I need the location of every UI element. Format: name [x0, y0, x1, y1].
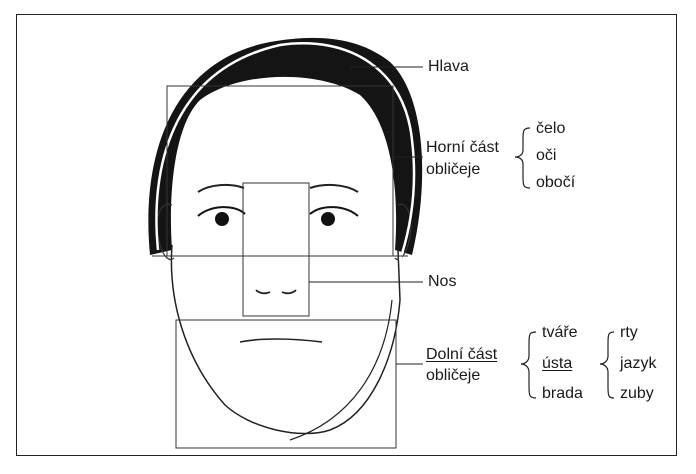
left-eye-pupil — [215, 212, 229, 226]
right-eye-lid — [310, 207, 358, 216]
upper-face-box — [167, 86, 393, 256]
lower-brace-1 — [521, 332, 536, 398]
head-label: Hlava — [428, 57, 469, 77]
upper-face-label-2: obličeje — [426, 160, 480, 180]
nose-left-nostril — [256, 290, 270, 293]
right-eye-pupil — [321, 212, 335, 226]
lower-item-tongue: jazyk — [620, 354, 656, 374]
lower-face-label-1: Dolní část — [426, 345, 497, 365]
nose-box — [243, 183, 309, 316]
lower-face-label-2: obličeje — [426, 366, 480, 386]
nose-label: Nos — [428, 272, 456, 292]
nose-right-nostril — [282, 290, 296, 293]
upper-item-eyes: oči — [536, 146, 556, 166]
lower-item-teeth: zuby — [620, 384, 654, 404]
upper-item-forehead: čelo — [536, 119, 565, 139]
lower-item-mouth: ústa — [542, 354, 572, 374]
jaw-curve — [290, 300, 392, 440]
lower-item-lips: rty — [620, 323, 638, 343]
right-brow — [310, 185, 358, 192]
upper-face-label-1: Horní část — [426, 138, 499, 158]
lower-item-cheeks: tváře — [542, 323, 578, 343]
lower-item-chin: brada — [542, 384, 583, 404]
mouth — [240, 339, 322, 342]
left-brow — [198, 185, 244, 192]
upper-item-eyebrows: obočí — [536, 173, 575, 193]
lower-brace-2 — [600, 332, 614, 398]
upper-brace — [515, 128, 530, 188]
